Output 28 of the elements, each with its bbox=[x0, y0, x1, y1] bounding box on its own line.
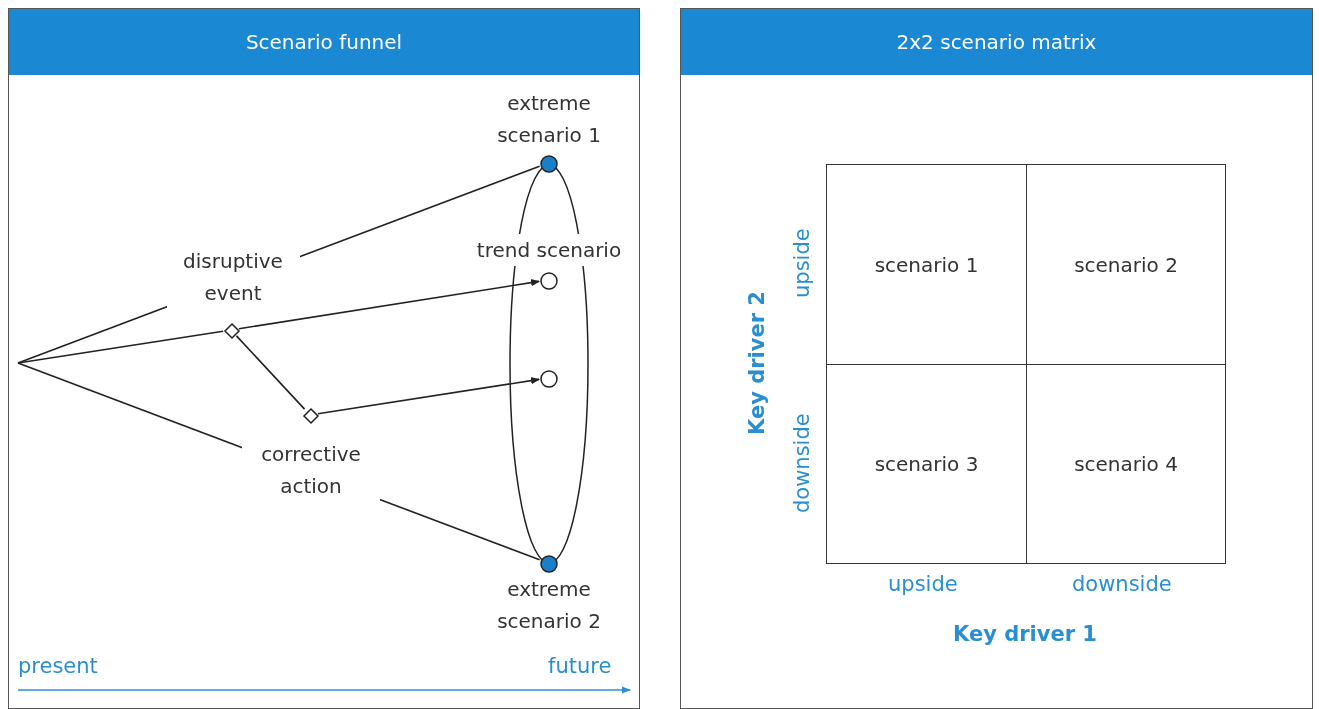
action-diamond bbox=[303, 408, 319, 424]
axis-label: upside bbox=[888, 572, 958, 596]
axis-title: Key driver 2 bbox=[745, 290, 770, 436]
arrow bbox=[238, 279, 540, 330]
scenario-circle bbox=[540, 272, 558, 290]
matrix-quadrant: scenario 1 bbox=[826, 164, 1027, 365]
connector-line bbox=[235, 335, 306, 410]
axis-label: downside bbox=[790, 412, 815, 515]
scenario-dot bbox=[540, 155, 558, 173]
axis-label: future bbox=[548, 654, 612, 678]
axis-label: downside bbox=[1072, 572, 1172, 596]
scenario-circle bbox=[540, 370, 558, 388]
panel-header: 2x2 scenario matrix bbox=[681, 9, 1312, 75]
panel bbox=[8, 8, 640, 709]
matrix-quadrant: scenario 2 bbox=[1026, 164, 1226, 365]
matrix-quadrant: scenario 3 bbox=[826, 364, 1027, 564]
arrow bbox=[317, 377, 540, 415]
connector-line bbox=[17, 362, 541, 561]
scenario-dot bbox=[540, 555, 558, 573]
panel bbox=[680, 8, 1313, 709]
connector-line bbox=[17, 165, 541, 364]
event-diamond bbox=[224, 323, 240, 339]
connector-line bbox=[17, 330, 224, 364]
panel-header: Scenario funnel bbox=[9, 9, 639, 75]
axis-label: upside bbox=[790, 227, 815, 300]
axis-title: Key driver 1 bbox=[953, 622, 1097, 646]
axis-label: present bbox=[18, 654, 98, 678]
matrix-quadrant: scenario 4 bbox=[1026, 364, 1226, 564]
